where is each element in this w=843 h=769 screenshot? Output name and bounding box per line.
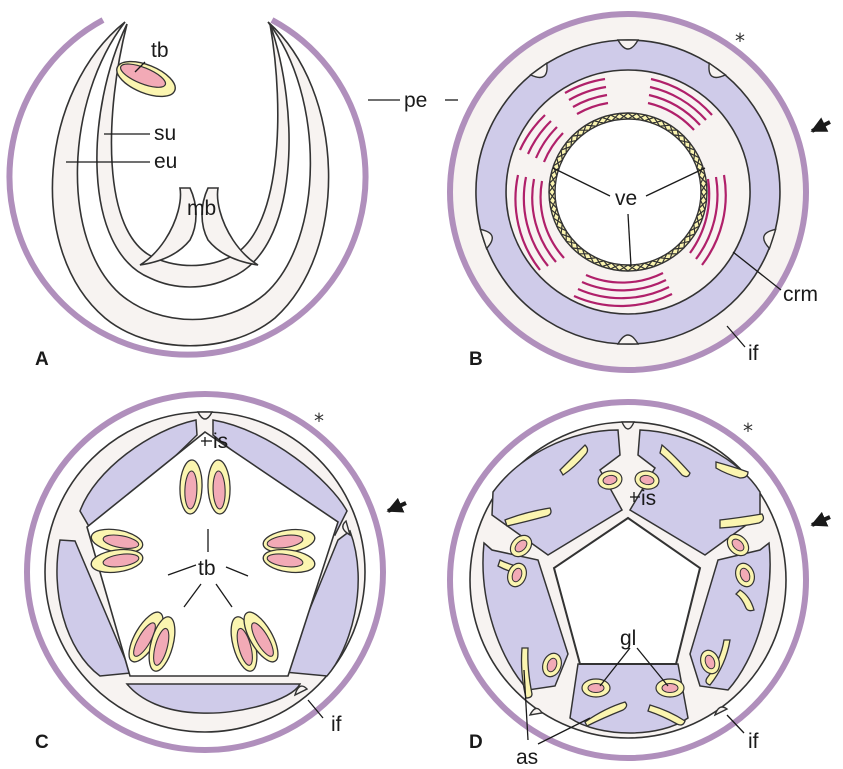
panel-d: * is gl as if D [450,402,830,769]
label-is-d: is [641,487,656,510]
arrow-icon [812,517,830,525]
label-eu: eu [154,150,177,173]
label-tb-c: tb [198,557,216,580]
panel-label-a: A [35,349,49,370]
arrow-icon [812,122,830,131]
label-ve: ve [615,187,637,210]
label-su: su [154,122,176,145]
label-if-d: if [748,730,759,753]
label-crm: crm [783,283,818,306]
label-gl: gl [620,627,636,650]
panel-label-b: B [469,349,483,370]
label-pe: pe [404,89,427,112]
asterisk-d: * [743,419,753,443]
label-mb: mb [187,197,216,220]
panel-b: * ve crm if B [450,14,830,370]
panel-label-c: C [35,732,49,753]
label-if-c: if [331,713,342,736]
label-as: as [516,746,538,769]
panel-label-d: D [469,732,483,753]
tb-gland-a [112,54,180,103]
asterisk-b: * [735,29,745,53]
arrow-icon [388,503,406,511]
eu-layer [52,22,328,346]
asterisk-c: * [314,409,324,433]
panel-c: * is tb if C [27,394,406,753]
label-if-b: if [748,342,759,365]
label-is-c: is [213,430,228,453]
panel-a: tb su eu mb pe A [9,20,458,370]
label-tb-a: tb [151,39,169,62]
